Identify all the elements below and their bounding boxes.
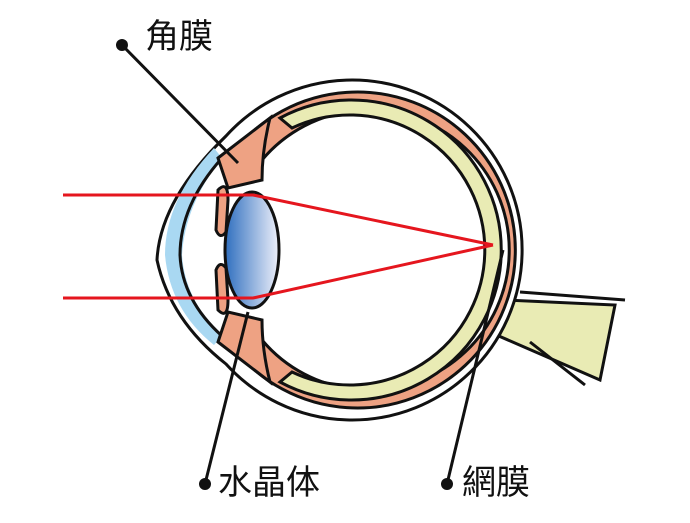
cornea-shape (165, 148, 222, 345)
lens-leader-line (203, 311, 250, 485)
retina-dot (441, 478, 453, 490)
retina-leader-line (445, 249, 505, 485)
ciliary-body-top (216, 114, 273, 190)
light-rays (63, 193, 494, 300)
lens-shape (223, 190, 281, 310)
lens-dot (199, 478, 211, 490)
cornea-dot (116, 39, 128, 51)
lens-label: 水晶体 (218, 463, 320, 503)
ciliary-body-bottom (216, 310, 273, 386)
cornea-label: 角膜 (145, 17, 213, 57)
retina-layer (277, 98, 503, 402)
optic-sheath (519, 290, 626, 387)
retina-label: 網膜 (462, 463, 530, 503)
cornea-leader-line (120, 43, 240, 165)
